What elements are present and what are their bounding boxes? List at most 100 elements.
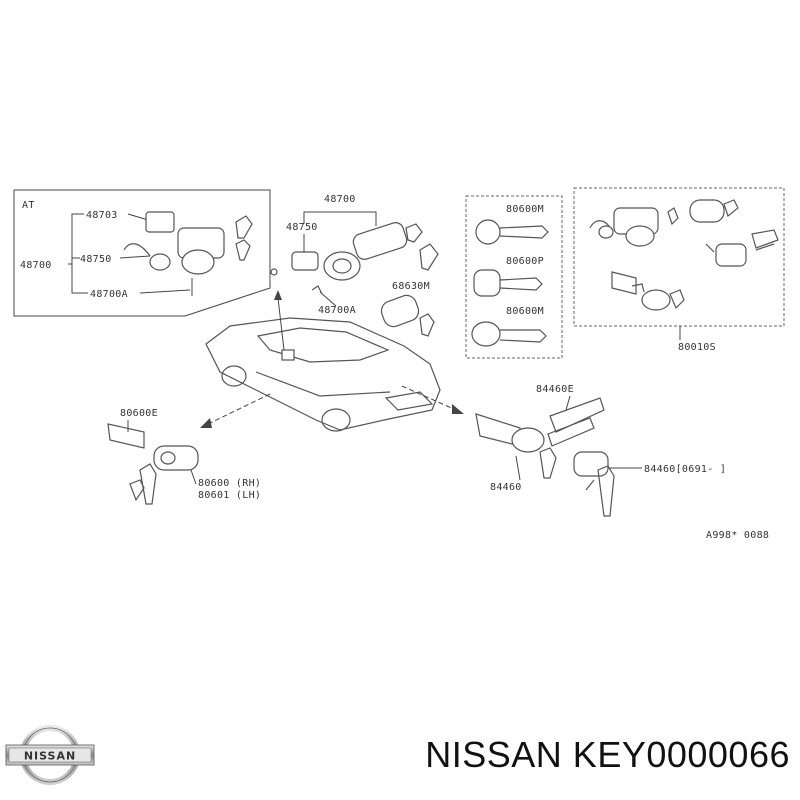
- label-80600m-1: 80600M: [506, 204, 544, 215]
- leader-line: [319, 291, 337, 307]
- car-wheel: [321, 408, 351, 432]
- car-body: [205, 317, 441, 431]
- label-48750-left: 48750: [80, 254, 112, 265]
- leader-line: [139, 289, 191, 294]
- door-lock-group: 80600E 80600 (RH) 80601 (LH): [107, 408, 261, 505]
- footer-brand: NISSAN NISSAN KEY0000066: [0, 712, 800, 792]
- rod-part: [751, 229, 779, 251]
- car-handle-part: [281, 349, 295, 361]
- switch-part: [291, 251, 319, 271]
- at-assembly-box: [13, 189, 271, 317]
- label-80600m-2: 80600M: [506, 306, 544, 317]
- arrow-head: [452, 404, 464, 414]
- nissan-logo-text: NISSAN: [24, 750, 76, 763]
- diagram-reference-code: A998* 0088: [706, 530, 769, 541]
- label-84460: 84460: [490, 482, 522, 493]
- arrow-line: [401, 385, 457, 411]
- bracket-part: [107, 423, 145, 449]
- label-48700a-left: 48700A: [90, 289, 128, 300]
- arrow-line: [277, 297, 285, 351]
- key-blade-part: [499, 277, 543, 291]
- keyhole-part: [160, 451, 176, 465]
- key-part: [235, 239, 251, 261]
- leader-line: [127, 213, 149, 221]
- lever-part: [585, 479, 595, 491]
- clip-part: [270, 268, 278, 276]
- key-part: [419, 243, 439, 271]
- rod-part: [549, 397, 605, 433]
- steering-lock-part: [352, 222, 408, 260]
- label-48700a-center: 48700A: [318, 305, 356, 316]
- nissan-logo: NISSAN: [5, 725, 95, 785]
- label-48750-center: 48750: [286, 222, 318, 233]
- car-side-line: [255, 371, 391, 397]
- car-wheel: [221, 365, 247, 387]
- bracket-part: [611, 271, 637, 295]
- leader-line: [565, 395, 571, 411]
- car-roof: [256, 327, 390, 363]
- wire-part: [123, 243, 151, 257]
- lock-cylinder-part: [181, 249, 215, 275]
- connector-part: [149, 253, 171, 271]
- leader-line: [515, 455, 521, 481]
- car-trunk-part: [384, 391, 434, 411]
- key-part: [667, 207, 679, 226]
- car-body-group: [200, 290, 464, 432]
- arrow-head: [274, 290, 282, 300]
- label-80601-lh: 80601 (LH): [198, 490, 261, 501]
- key-part: [139, 463, 157, 505]
- trunk-lock-part: [573, 451, 609, 477]
- key-head-part: [473, 269, 501, 297]
- label-68630m: 68630M: [392, 281, 430, 292]
- label-80600e: 80600E: [120, 408, 158, 419]
- center-assembly-group: 48700 48750 48700A 68630M: [270, 194, 439, 337]
- label-80600-rh: 80600 (RH): [198, 478, 261, 489]
- key-head-part: [475, 219, 501, 245]
- label-84460e: 84460E: [536, 384, 574, 395]
- door-lock-part: [689, 199, 725, 223]
- label-at: AT: [22, 200, 35, 211]
- arrow-line: [207, 393, 271, 425]
- label-80600p: 80600P: [506, 256, 544, 267]
- screw-part: [311, 285, 323, 295]
- keys-group: 80600M 80600P 80600M: [465, 195, 563, 359]
- rod-part: [547, 417, 595, 447]
- solenoid-part: [145, 211, 175, 233]
- key-part: [129, 479, 145, 502]
- key-part: [405, 223, 423, 243]
- trunk-lock-part: [641, 289, 671, 311]
- label-84460-0691: 84460[0691- ]: [644, 464, 726, 475]
- key-blade-part: [499, 329, 547, 343]
- lever-part: [705, 243, 715, 253]
- key-blade-part: [499, 225, 549, 239]
- leader-line: [119, 255, 151, 259]
- label-80010s: 80010S: [678, 342, 716, 353]
- arrow-head: [200, 418, 212, 428]
- door-lock-part: [715, 243, 747, 267]
- label-48700-left: 48700: [20, 260, 52, 271]
- part-title: NISSAN KEY0000066: [425, 734, 790, 775]
- key-part: [419, 313, 435, 337]
- trunk-lock-group: 84460E 84460 84460[0691- ]: [475, 384, 726, 517]
- connector-part: [598, 225, 614, 239]
- key-part: [539, 447, 557, 479]
- clip-part: [631, 283, 645, 293]
- key-part: [669, 289, 685, 310]
- trunk-lock-cylinder-part: [511, 427, 545, 453]
- lock-housing-part: [323, 251, 361, 281]
- leader-bracket: [303, 211, 377, 226]
- key-part: [235, 215, 253, 239]
- leader-line: [68, 213, 84, 265]
- lock-housing-part: [625, 225, 655, 247]
- key-head-part: [471, 321, 501, 347]
- glove-box-lock-part: [380, 294, 420, 328]
- at-assembly-group: AT 48703 48750 48700 48700A: [13, 189, 271, 317]
- label-48703: 48703: [86, 210, 118, 221]
- key-part: [723, 199, 739, 218]
- lock-cylinder-part: [332, 258, 352, 274]
- leader-line: [71, 264, 88, 294]
- keys-box: [465, 195, 563, 359]
- key-part: [597, 465, 615, 517]
- lock-set-box: [573, 187, 785, 327]
